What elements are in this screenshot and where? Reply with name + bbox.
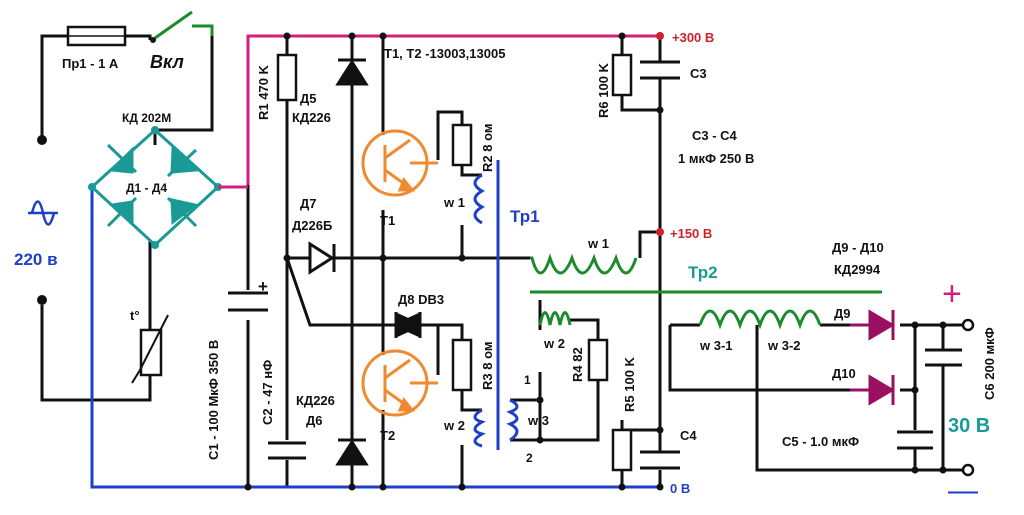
label-tr2-w1: w 1: [587, 236, 609, 251]
label-thermistor: t°: [130, 308, 140, 323]
label-tr1-w1: w 1: [443, 195, 465, 210]
plus-300-rail: [246, 34, 660, 185]
label-0v: 0 В: [670, 481, 690, 496]
label-fuse: Пр1 - 1 А: [62, 56, 119, 71]
zero-rail: [90, 185, 660, 489]
label-switch: Вкл: [150, 52, 184, 72]
label-d6-name: Д6: [306, 413, 323, 428]
label-r5: R5 100 K: [622, 356, 637, 412]
label-t2: Т2: [380, 428, 395, 443]
thermistor: [139, 328, 163, 377]
mains-terminal-bottom: [37, 295, 47, 305]
label-bridge-part: КД 202М: [122, 111, 171, 125]
tr2-winding-w3: [698, 309, 822, 330]
transistor-t2: [361, 349, 438, 417]
label-bridge-name: Д1 - Д4: [126, 181, 167, 195]
bridge-node-bottom: [151, 241, 159, 249]
label-r2: R2 8 ом: [480, 124, 495, 172]
mains-terminal-top: [37, 135, 47, 145]
resistor-r2: [451, 123, 473, 167]
label-c3c4-name: С3 - С4: [692, 128, 738, 143]
label-d7-part: Д226Б: [292, 218, 332, 233]
capacitor-c5: [897, 430, 933, 450]
label-c3c4-value: 1 мкФ 250 В: [678, 151, 754, 166]
label-tr2-w3: w 3: [527, 413, 549, 428]
diode-d10: [850, 374, 895, 406]
label-c1-plus: +: [258, 277, 268, 296]
junction-dots: [244, 32, 947, 491]
label-tr2-w3-2: w 3-2: [767, 338, 801, 353]
label-c6: С6 200 мкФ: [982, 327, 997, 400]
switch-contact: [150, 37, 156, 43]
ac-source-icon: [28, 200, 58, 226]
label-tr2-w3-1: w 3-1: [699, 338, 733, 353]
label-out-minus: —: [948, 474, 978, 507]
label-d9d10-part: КД2994: [834, 262, 881, 277]
wires: [40, 34, 968, 487]
diode-d5: [335, 58, 369, 86]
label-r1: R1 470 K: [256, 64, 271, 120]
label-mains: 220 в: [14, 250, 58, 269]
label-r3: R3 8 ом: [480, 342, 495, 390]
diac-d8: [392, 312, 424, 338]
tr2-winding-w1: [530, 253, 638, 275]
label-d10: Д10: [832, 366, 856, 381]
label-tr2-w2: w 2: [543, 336, 565, 351]
resistor-r3: [451, 338, 473, 392]
label-r6: R6 100 K: [596, 62, 611, 118]
label-d5-part: КД226: [292, 110, 331, 125]
label-out-voltage: 30 В: [948, 415, 990, 437]
output-terminal-minus: [961, 463, 975, 477]
label-tr2: Тр2: [688, 263, 718, 282]
resistor-r5: [611, 428, 633, 472]
tr2-winding-w2: [538, 311, 572, 326]
diode-d9: [850, 309, 895, 341]
resistor-r4: [587, 338, 609, 382]
resistor-r6: [611, 53, 633, 97]
transistor-t1: [361, 129, 438, 197]
label-d9: Д9: [834, 306, 851, 321]
label-transistors: Т1, Т2 -13003,13005: [384, 46, 505, 61]
label-tap2: 2: [526, 451, 533, 465]
label-d9d10-name: Д9 - Д10: [832, 240, 884, 255]
label-c1: С1 - 100 МкФ 350 В: [206, 340, 221, 460]
label-c3: С3: [690, 66, 707, 81]
label-out-plus: +: [942, 275, 962, 313]
switch: [154, 10, 214, 40]
output-terminal-plus: [961, 318, 975, 332]
capacitor-c6: [925, 348, 962, 367]
resistor-r1: [276, 53, 298, 102]
label-tr1: Тр1: [510, 207, 540, 226]
capacitor-c1: [228, 291, 268, 312]
tr1-winding-w3: [506, 398, 519, 442]
label-d7-name: Д7: [300, 196, 317, 211]
node-150v: [656, 228, 664, 236]
tr1-winding-w2: [473, 408, 486, 448]
label-300v: +300 В: [672, 30, 714, 45]
label-c2: С2 - 47 нФ: [260, 360, 275, 425]
diode-d6: [335, 438, 369, 466]
label-t1: Т1: [380, 213, 395, 228]
label-r4: R4 82: [570, 347, 585, 382]
capacitor-c2: [268, 441, 306, 460]
label-tap1: 1: [524, 373, 531, 387]
capacitor-c4: [640, 450, 680, 470]
label-150v: +150 В: [670, 226, 712, 241]
label-d5-name: Д5: [300, 91, 317, 106]
bridge-node-top: [151, 126, 159, 134]
tr1-winding-w1: [473, 173, 486, 225]
label-d8: Д8 DB3: [398, 292, 444, 307]
diode-d7: [308, 241, 336, 275]
label-tr1-w2: w 2: [443, 418, 465, 433]
bridge-node-left: [88, 183, 96, 191]
label-c4: С4: [680, 428, 697, 443]
capacitor-c3: [640, 60, 680, 80]
label-d6-part: КД226: [296, 393, 335, 408]
node-300v: [656, 32, 664, 40]
label-c5: С5 - 1.0 мкФ: [782, 434, 859, 449]
